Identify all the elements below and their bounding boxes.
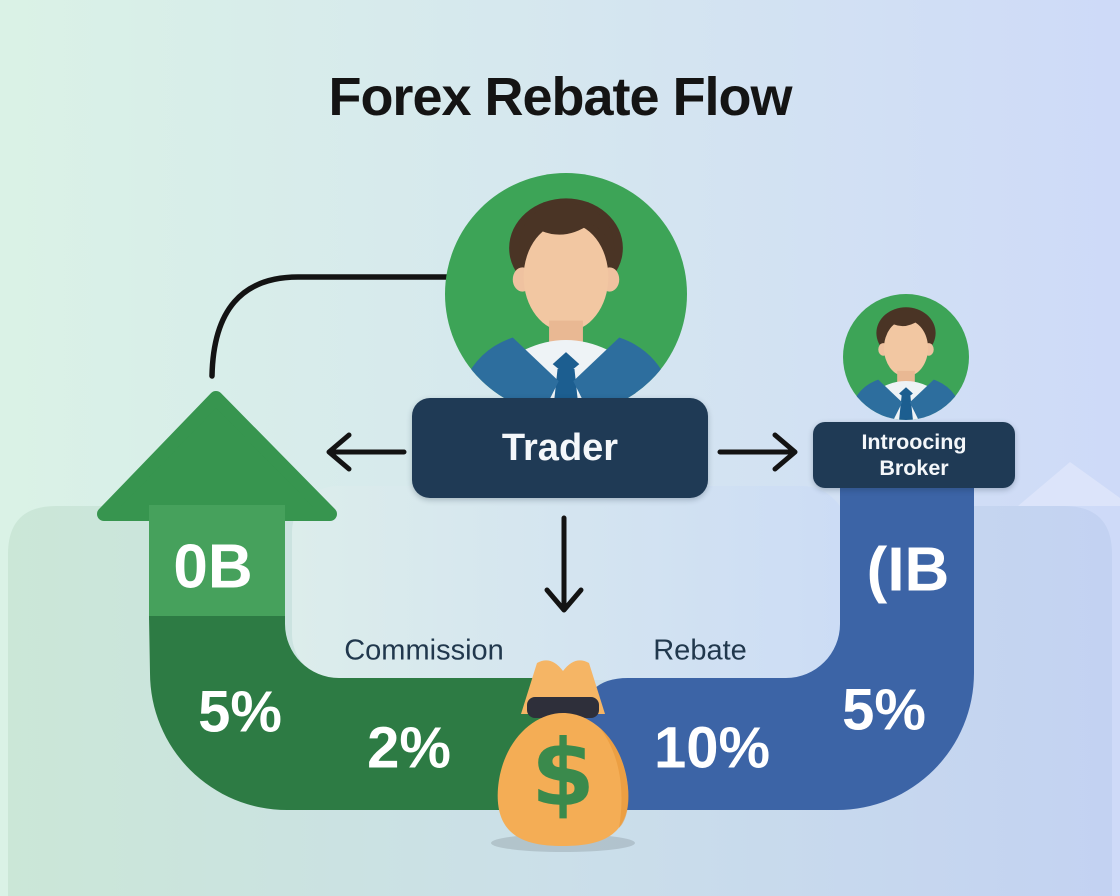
up-arrow-head (97, 391, 337, 521)
introducing-broker-node: Introocing Broker (813, 422, 1015, 488)
commission-caption: Commission (344, 634, 504, 667)
broker-node-label-line2: Broker (879, 456, 949, 480)
commission-band (149, 616, 604, 810)
rebate-band (582, 455, 974, 810)
broker-avatar (843, 294, 969, 426)
rebate-caption: Rebate (653, 634, 747, 667)
up-arrow-body (149, 505, 285, 620)
page-title: Forex Rebate Flow (328, 67, 792, 127)
commission-band-percent: 2% (367, 715, 451, 781)
center-panel (292, 486, 848, 680)
trader-node-label: Trader (501, 426, 619, 469)
down-arrow-icon (544, 515, 584, 613)
connector-curve (209, 274, 451, 379)
money-bag-icon: $ (491, 660, 635, 852)
trader-avatar (445, 173, 687, 427)
commission-curve-percent: 5% (198, 679, 282, 745)
right-arrow-icon (717, 432, 798, 472)
trader-node: Trader (412, 398, 708, 498)
ib-band-label: (IB (866, 535, 950, 605)
dollar-icon: $ (531, 720, 595, 827)
left-arrow-icon (326, 432, 407, 472)
up-arrow-label: 0B (173, 532, 253, 602)
broker-node-label-line1: Introocing (861, 429, 967, 454)
rebate-band-percent: 10% (653, 715, 771, 781)
background-wave-decoration (1018, 462, 1120, 506)
rebate-curve-percent: 5% (842, 677, 926, 743)
